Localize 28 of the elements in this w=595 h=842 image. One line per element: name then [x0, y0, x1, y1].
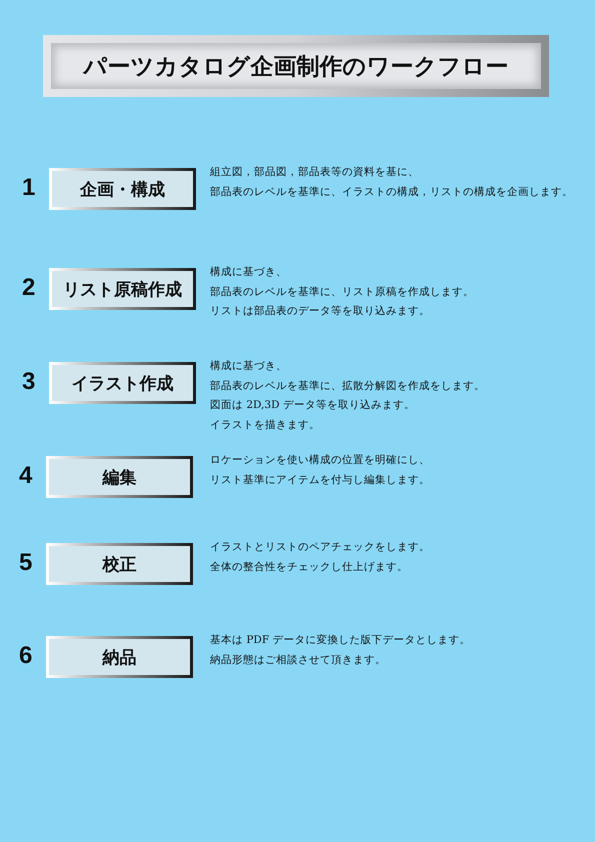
description-text: イラストとリストのペアチェックをします。 [210, 540, 430, 554]
description-text: リスト基準にアイテムを付与し編集します。 [210, 472, 430, 486]
description-text: 構成に基づき、 [210, 359, 287, 373]
step-number: 5 [19, 549, 32, 577]
description-text: 組立図，部品図，部品表等の資料を基に、 [210, 165, 419, 179]
step-box: 校正 [46, 543, 193, 585]
description-text: 図面は 2D,3D データ等を取り込みます。 [210, 398, 415, 412]
step-number: 2 [22, 274, 36, 302]
step-number: 1 [22, 174, 36, 202]
description-text: 構成に基づき、 [210, 265, 287, 279]
description-text: リストは部品表のデータ等を取り込みます。 [210, 304, 430, 318]
description-text: 納品形態はご相談させて頂きます。 [210, 652, 386, 666]
step-box: 納品 [46, 636, 193, 678]
title-banner: パーツカタログ企画制作のワークフロー [43, 35, 549, 97]
step-box: イラスト作成 [49, 362, 196, 404]
step-number: 4 [19, 462, 32, 490]
step-number: 6 [19, 642, 32, 670]
description-text: イラストを描きます。 [210, 418, 320, 432]
step-box: 編集 [46, 456, 193, 498]
description-text: ロケーションを使い構成の位置を明確にし、 [210, 453, 430, 467]
description-text: 全体の整合性をチェックし仕上げます。 [210, 560, 408, 574]
description-text: 部品表のレベルを基準に、イラストの構成，リストの構成を企画します。 [210, 184, 573, 198]
description-text: 部品表のレベルを基準に、拡散分解図を作成をします。 [210, 378, 485, 392]
description-text: 部品表のレベルを基準に、リスト原稿を作成します。 [210, 284, 474, 298]
description-text: 基本は PDF データに変換した版下データとします。 [210, 633, 470, 647]
step-number: 3 [22, 368, 36, 396]
step-box: 企画・構成 [49, 168, 196, 210]
step-box: リスト原稿作成 [49, 268, 196, 310]
